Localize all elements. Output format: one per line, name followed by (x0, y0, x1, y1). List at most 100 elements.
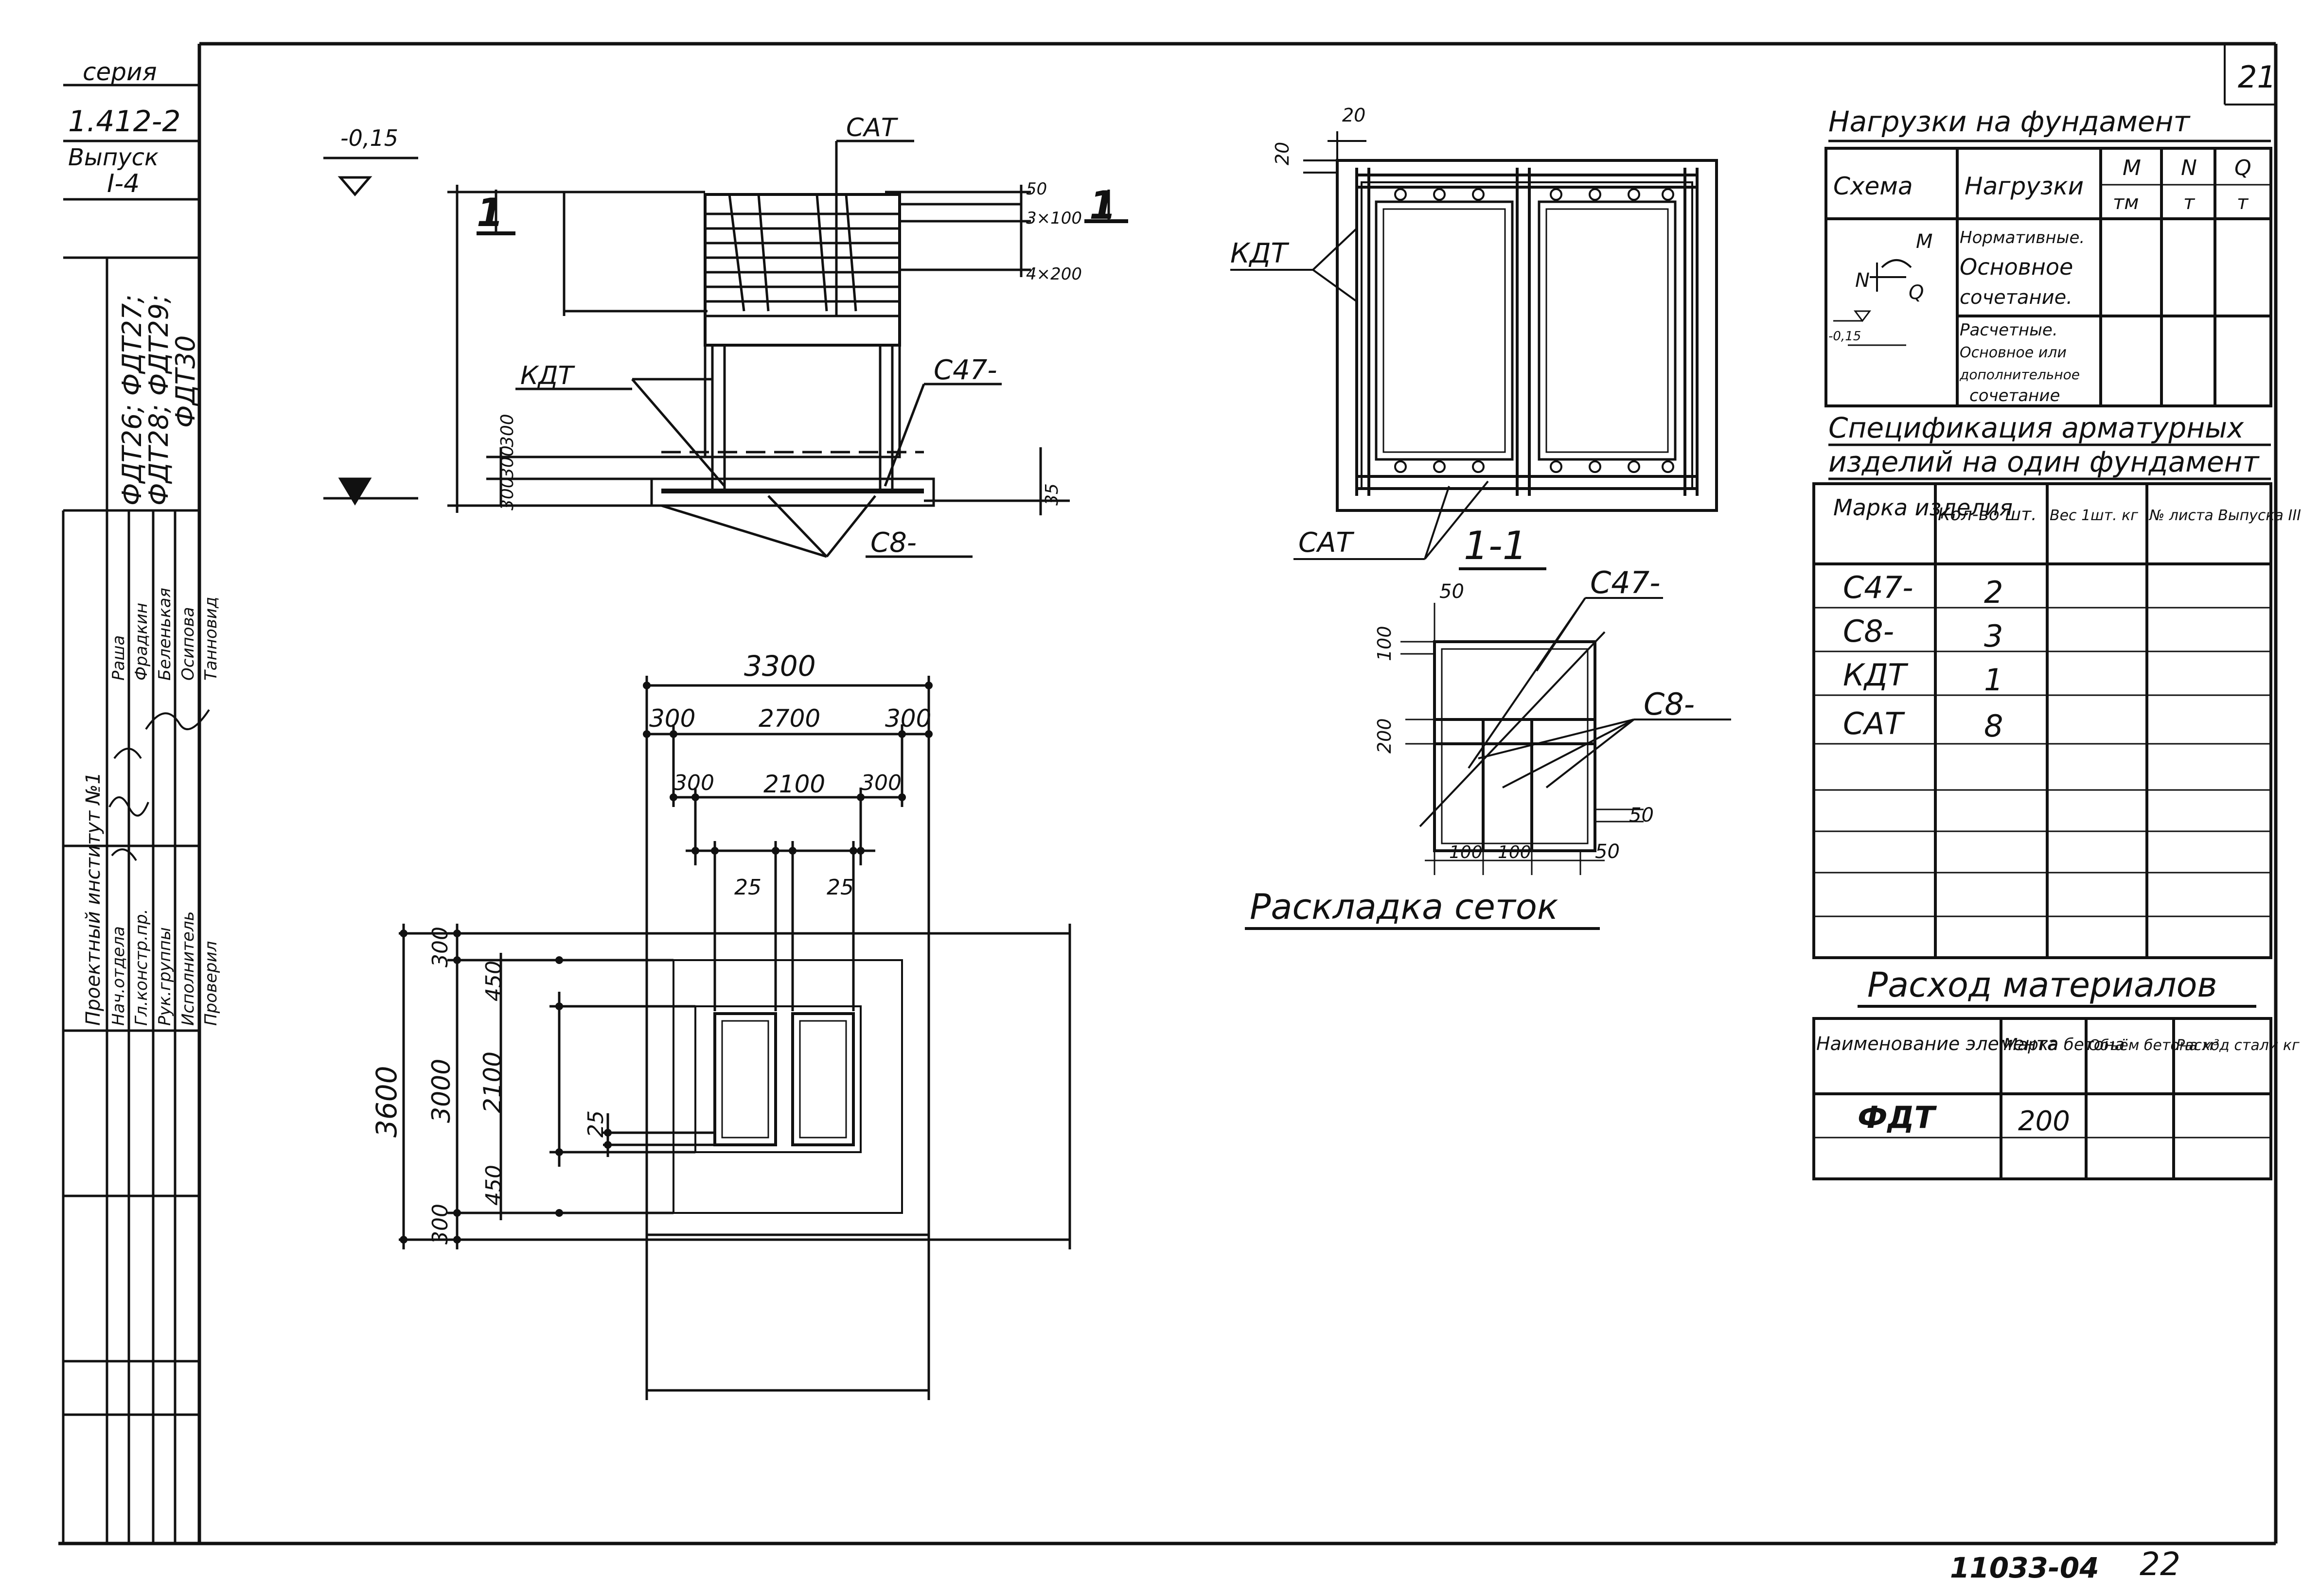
s11-dim-50-right: 50 (1629, 804, 1654, 826)
loads-table: Нагрузки на фундамент Схема Нагрузки M N… (1824, 105, 2272, 407)
elevation-c47-label: С47- (934, 354, 997, 386)
loads-row2-l3: дополнительное (1959, 367, 2080, 383)
s11-dim-50-bottom: 50 (1595, 841, 1620, 863)
scheme-Q: Q (1909, 281, 1924, 304)
plan-h-25: 25 (584, 1110, 608, 1138)
elevation-c8-label: С8- (870, 527, 917, 559)
reinf-kat-label: КДТ (1230, 238, 1290, 269)
plan-h-3000: 3000 (427, 1059, 456, 1123)
section-title: 1-1 (1464, 523, 1527, 568)
role-5: Проверил (201, 941, 221, 1026)
s11-dim-100-b: 100 (1498, 842, 1531, 862)
spec-row-2-mark: С8- (1843, 614, 1894, 649)
sheet-number: 21 (2238, 59, 2276, 95)
spec-h-mark: Марка изделия (1833, 494, 2013, 521)
loads-row1-l1: Нормативные. (1960, 228, 2085, 247)
loads-unit-tm: тм (2113, 192, 2139, 214)
series-value: 1.412-2 (68, 105, 181, 139)
spec-row-1-mark: С47- (1843, 570, 1913, 605)
plan-h-300-top: 300 (428, 927, 453, 967)
plan-h-450-bottom: 450 (481, 1165, 506, 1206)
materials-table: Расход материалов Наименование элемента … (1812, 965, 2300, 1180)
s11-c47-label: С47- (1590, 565, 1661, 600)
loads-row1-l3: сочетание. (1960, 286, 2072, 309)
plan-w-2700: 2700 (759, 704, 820, 733)
loads-h-N: N (2181, 156, 2197, 180)
footer-page: 22 (2140, 1545, 2180, 1583)
marks-line-1: ФДТ26; ФДТ27; (117, 295, 147, 506)
issue-value: I-4 (107, 169, 140, 198)
plan-w2-300-left: 300 (673, 771, 714, 795)
plan-w2-2100: 2100 (763, 770, 825, 798)
mat-row-1-name: ФДТ (1858, 1100, 1937, 1135)
mat-h-volume: Объём бетона м³ (2089, 1037, 2219, 1054)
plan-w-total: 3300 (744, 649, 816, 683)
spec-row-1-qty: 2 (1984, 575, 2003, 610)
plan-w-300-right: 300 (885, 704, 931, 733)
loads-h-scheme: Схема (1833, 172, 1913, 200)
plan-w3-25-left: 25 (734, 875, 762, 900)
series-label: серия (83, 58, 157, 86)
reinforcement-plan: 20 20 КДТ САТ (1230, 105, 1718, 560)
marks-line-2: ФДТ28; ФДТ29; (143, 295, 174, 506)
mat-h-steel: Расход стали кг (2176, 1037, 2300, 1054)
institute-name: Проектный институт №1 (82, 772, 105, 1026)
plan-w-300-left: 300 (649, 704, 695, 733)
s11-dim-50-top: 50 (1439, 580, 1464, 603)
dim-300a: 300 (497, 477, 517, 510)
spec-h-qty: Кол-во шт. (1938, 505, 2037, 525)
loads-row1-l2: Основное (1960, 254, 2073, 280)
spec-h-weight: Вес 1шт. кг (2050, 507, 2138, 524)
spec-row-4-mark: САТ (1843, 706, 1905, 741)
role-3: Рук.группы (155, 927, 175, 1026)
spec-row-3-mark: КДТ (1843, 657, 1908, 693)
section-mark-left: 1 (477, 190, 504, 235)
name-4: Осипова (178, 607, 198, 681)
spec-row-2-qty: 3 (1984, 618, 2003, 654)
dim-300c: 300 (497, 414, 517, 447)
loads-title: Нагрузки на фундамент (1828, 105, 2191, 138)
dim-4x200: 4×200 (1026, 264, 1082, 284)
spec-table: Спецификация арматурных изделий на один … (1812, 411, 2301, 959)
materials-title: Расход материалов (1867, 965, 2217, 1005)
role-4: Исполнитель (178, 911, 198, 1026)
name-1: Раша (109, 635, 128, 681)
s11-dim-100-a: 100 (1449, 842, 1483, 862)
name-2: Фрадкин (132, 603, 151, 681)
plan-h-450-top: 450 (481, 961, 506, 1001)
side-stamp: серия 1.412-2 Выпуск I-4 ФДТ26; ФДТ27; Ф… (62, 58, 221, 1543)
dim-35: 35 (1042, 483, 1062, 506)
dim-3x100: 3×100 (1026, 209, 1082, 228)
reinf-dim-20-h: 20 (1342, 105, 1365, 126)
dim-50: 50 (1026, 179, 1047, 199)
spec-row-3-qty: 1 (1984, 662, 2003, 698)
issue-label: Выпуск (68, 144, 159, 171)
loads-h-loads: Нагрузки (1965, 172, 2084, 200)
loads-unit-t1: т (2183, 192, 2196, 214)
reinf-sat-label: САТ (1298, 527, 1354, 559)
loads-unit-t2: т (2237, 192, 2249, 214)
scheme-M: M (1916, 230, 1933, 253)
loads-row2-l1: Расчетные. (1960, 320, 2058, 340)
s11-dim-100: 100 (1374, 626, 1395, 661)
spec-h-sheet: № листа Выпуска III (2148, 507, 2301, 524)
mat-h-grade: Марка бетона (2003, 1035, 2125, 1054)
marks-line-3: ФДТ30 (170, 335, 201, 428)
bar-dots (1394, 188, 1674, 473)
s11-dim-200: 200 (1374, 718, 1395, 754)
signatures (108, 709, 210, 861)
elevation-sat-label: САТ (846, 113, 899, 142)
scheme-N: N (1855, 269, 1870, 292)
mat-h-name: Наименование элемента (1816, 1033, 2058, 1054)
mesh-layout-caption: Раскладка сеток (1250, 886, 1558, 927)
spec-title-2: изделий на один фундамент (1828, 445, 2260, 478)
name-5: Танновид (201, 596, 221, 681)
role-2: Гл.констр.пр. (132, 909, 151, 1026)
level-top: -0,15 (340, 125, 398, 151)
loads-h-M: M (2123, 156, 2141, 180)
reinf-dim-20-v: 20 (1272, 142, 1293, 165)
loads-row2-l2: Основное или (1960, 344, 2067, 361)
sheet-frame (58, 42, 2278, 1545)
elevation-kat-label: КДТ (520, 361, 576, 390)
